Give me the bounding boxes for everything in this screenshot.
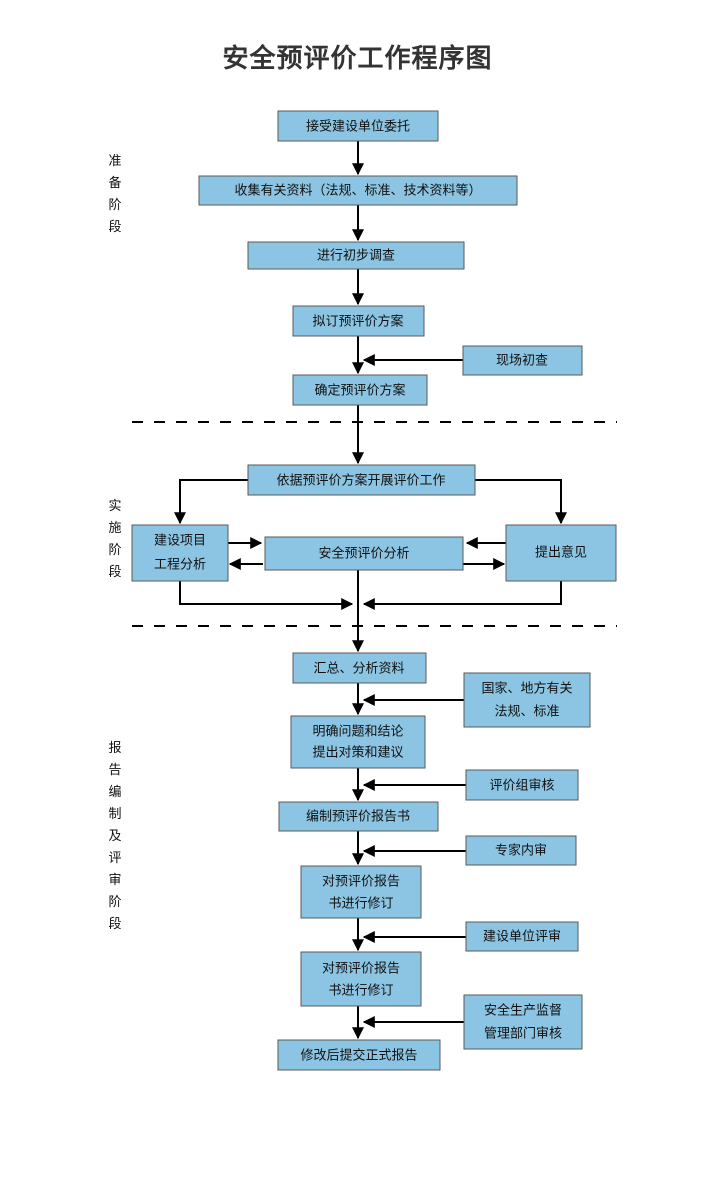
node-label: 确定预评价方案 — [314, 382, 405, 397]
node-evaluation-group-review[interactable]: 评价组审核 — [465, 769, 579, 801]
node-box[interactable] — [277, 1039, 441, 1071]
node-box[interactable] — [463, 672, 591, 728]
node-label: 汇总、分析资料 — [313, 660, 404, 675]
node-box[interactable] — [292, 374, 428, 406]
node-label: 编制预评价报告书 — [306, 808, 410, 823]
node-carry-out-evaluation[interactable]: 依据预评价方案开展评价工作 — [247, 464, 476, 496]
node-label-line-0: 明确问题和结论 — [312, 723, 403, 738]
node-label-line-1: 法规、标准 — [494, 703, 559, 718]
stage-prep-char-3: 段 — [108, 219, 121, 234]
node-label: 拟订预评价方案 — [312, 313, 403, 328]
node-safety-pre-evaluation-analysis[interactable]: 安全预评价分析 — [264, 536, 464, 571]
node-box[interactable] — [300, 951, 422, 1007]
stage-label-prep: 准 备 阶 段 — [108, 153, 121, 234]
edge-n8-merge — [179, 581, 354, 610]
node-collect-materials[interactable]: 收集有关资料（法规、标准、技术资料等） — [198, 175, 518, 206]
node-clarify-problems-conclusions[interactable]: 明确问题和结论 提出对策和建议 — [290, 715, 426, 769]
node-box[interactable] — [465, 835, 577, 866]
node-label: 现场初查 — [496, 352, 548, 367]
stage-report-char-1: 告 — [108, 762, 121, 777]
node-safety-supervision-review[interactable]: 安全生产监督 管理部门审核 — [463, 994, 583, 1050]
node-label-line-0: 对预评价报告 — [322, 873, 400, 888]
node-label: 建设单位评审 — [483, 928, 561, 943]
node-label-line-1: 提出对策和建议 — [312, 744, 403, 759]
node-confirm-plan[interactable]: 确定预评价方案 — [292, 374, 428, 406]
stage-label-report: 报 告 编 制 及 评 审 阶 段 — [108, 740, 121, 931]
node-box[interactable] — [463, 994, 583, 1050]
page-title: 安全预评价工作程序图 — [222, 43, 493, 73]
stage-report-char-0: 报 — [108, 740, 121, 755]
node-label-line-1: 管理部门审核 — [484, 1025, 562, 1040]
node-label: 评价组审核 — [489, 777, 554, 792]
node-label: 进行初步调查 — [317, 247, 395, 262]
node-label-line-0: 建设项目 — [154, 532, 206, 547]
edge-n7-n10 — [475, 479, 567, 525]
node-box[interactable] — [292, 305, 425, 337]
node-box[interactable] — [290, 715, 426, 769]
stage-report-char-5: 评 — [108, 850, 121, 865]
stage-label-layer: 准 备 阶 段 实 施 阶 段 报 告 编 制 及 评 审 阶 段 — [108, 153, 121, 931]
stage-report-char-2: 编 — [108, 784, 121, 799]
node-layer: 接受建设单位委托 收集有关资料（法规、标准、技术资料等） 进行初步调查 拟订预评… — [131, 110, 617, 1071]
node-box[interactable] — [292, 652, 427, 684]
node-box[interactable] — [278, 801, 439, 832]
stage-prep-char-0: 准 — [108, 153, 121, 168]
stage-label-impl: 实 施 阶 段 — [108, 498, 121, 579]
stage-impl-char-3: 段 — [108, 564, 121, 579]
stage-report-char-8: 段 — [108, 916, 121, 931]
node-label: 依据预评价方案开展评价工作 — [276, 472, 445, 487]
node-label: 专家内审 — [495, 842, 547, 857]
node-label-line-0: 国家、地方有关 — [481, 680, 572, 695]
stage-report-char-3: 制 — [108, 806, 121, 821]
node-box[interactable] — [462, 345, 583, 376]
node-label-line-1: 书进行修订 — [328, 895, 393, 910]
node-site-inspection[interactable]: 现场初查 — [462, 345, 583, 376]
node-label: 接受建设单位委托 — [306, 118, 410, 133]
node-revise-report-2[interactable]: 对预评价报告 书进行修订 — [300, 951, 422, 1007]
node-summarize-analyze-data[interactable]: 汇总、分析资料 — [292, 652, 427, 684]
node-box[interactable] — [277, 110, 439, 142]
node-label-line-0: 对预评价报告 — [322, 960, 400, 975]
node-construction-unit-review[interactable]: 建设单位评审 — [465, 921, 579, 952]
node-box[interactable] — [264, 536, 464, 571]
node-preliminary-survey[interactable]: 进行初步调查 — [247, 241, 465, 270]
node-project-engineering-analysis[interactable]: 建设项目 工程分析 — [131, 524, 229, 582]
node-label: 修改后提交正式报告 — [300, 1047, 417, 1062]
stage-report-char-6: 审 — [108, 872, 121, 887]
stage-report-char-7: 阶 — [108, 894, 121, 909]
node-label: 收集有关资料（法规、标准、技术资料等） — [234, 182, 481, 197]
node-expert-internal-review[interactable]: 专家内审 — [465, 835, 577, 866]
edge-n10-merge — [362, 581, 562, 610]
divider-layer — [132, 421, 617, 627]
node-box[interactable] — [465, 769, 579, 801]
node-label: 安全预评价分析 — [318, 545, 409, 560]
node-accept-commission[interactable]: 接受建设单位委托 — [277, 110, 439, 142]
edge-layer — [174, 141, 567, 1040]
node-propose-opinions[interactable]: 提出意见 — [505, 524, 617, 582]
node-label-line-0: 安全生产监督 — [484, 1002, 562, 1017]
node-national-local-regulations[interactable]: 国家、地方有关 法规、标准 — [463, 672, 591, 728]
stage-report-char-4: 及 — [108, 828, 121, 843]
node-box[interactable] — [247, 464, 476, 496]
node-box[interactable] — [198, 175, 518, 206]
node-label-line-1: 书进行修订 — [328, 982, 393, 997]
node-box[interactable] — [465, 921, 579, 952]
node-revise-report-1[interactable]: 对预评价报告 书进行修订 — [300, 865, 422, 919]
node-box[interactable] — [300, 865, 422, 919]
stage-prep-char-1: 备 — [108, 175, 121, 190]
node-box[interactable] — [505, 524, 617, 582]
node-compile-report[interactable]: 编制预评价报告书 — [278, 801, 439, 832]
node-box[interactable] — [131, 524, 229, 582]
node-label: 提出意见 — [535, 544, 587, 559]
stage-prep-char-2: 阶 — [108, 197, 121, 212]
node-box[interactable] — [247, 241, 465, 270]
node-label-line-1: 工程分析 — [154, 556, 206, 571]
stage-impl-char-1: 施 — [108, 520, 121, 535]
stage-impl-char-0: 实 — [108, 498, 121, 513]
node-draft-plan[interactable]: 拟订预评价方案 — [292, 305, 425, 337]
node-submit-final-report[interactable]: 修改后提交正式报告 — [277, 1039, 441, 1071]
edge-n7-n8 — [174, 479, 248, 525]
stage-impl-char-2: 阶 — [108, 542, 121, 557]
